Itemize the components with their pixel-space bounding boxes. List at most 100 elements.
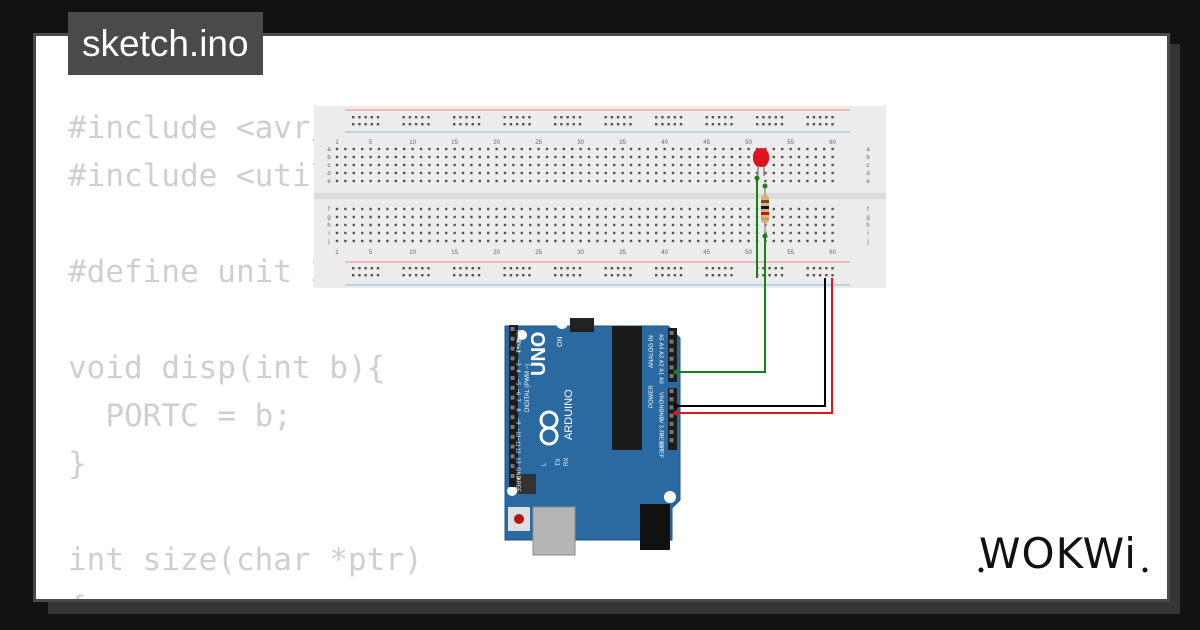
rail-hole	[610, 267, 614, 270]
power-header	[668, 388, 677, 450]
breadboard-hole	[487, 215, 490, 219]
breadboard-hole	[445, 147, 448, 151]
breadboard-hole	[797, 215, 801, 219]
breadboard-hole	[503, 155, 507, 159]
breadboard-hole	[419, 215, 423, 219]
breadboard-hole	[495, 163, 498, 167]
pin-label: IOREF	[658, 441, 664, 458]
breadboard-hole	[621, 207, 624, 211]
breadboard-hole	[604, 207, 607, 211]
breadboard-hole	[361, 171, 364, 175]
breadboard-hole	[646, 223, 649, 227]
rail-hole	[806, 116, 809, 119]
breadboard-hole	[688, 155, 691, 159]
breadboard-hole	[554, 147, 557, 151]
header-pin	[510, 376, 515, 380]
breadboard-hole	[655, 179, 658, 183]
breadboard-hole	[596, 207, 599, 211]
breadboard-hole	[680, 163, 683, 167]
breadboard-hole	[520, 179, 523, 183]
breadboard-hole	[361, 155, 364, 159]
row-label: b	[327, 155, 331, 161]
breadboard-hole	[579, 215, 582, 219]
breadboard-hole	[621, 215, 624, 219]
rail-hole	[604, 123, 607, 126]
breadboard-hole	[680, 215, 683, 219]
breadboard-hole	[680, 155, 683, 159]
breadboard-hole	[663, 239, 666, 243]
breadboard-hole	[772, 215, 775, 219]
breadboard-hole	[470, 179, 473, 183]
breadboard-hole	[671, 155, 675, 159]
breadboard-hole	[554, 163, 557, 167]
breadboard-hole	[386, 155, 389, 159]
breadboard-hole	[495, 207, 498, 211]
header-pin	[510, 327, 515, 331]
breadboard-hole	[613, 223, 616, 227]
breadboard-hole	[747, 155, 750, 159]
rail-hole	[774, 123, 777, 126]
breadboard-hole	[520, 215, 523, 219]
header-pin	[510, 464, 515, 469]
breadboard-hole	[436, 163, 439, 167]
breadboard-hole	[537, 223, 540, 227]
rail-hole	[768, 116, 771, 119]
rail-hole	[515, 267, 519, 270]
mounting-hole	[507, 486, 517, 496]
rail-hole	[818, 116, 822, 119]
breadboard-hole	[495, 239, 498, 243]
breadboard-hole	[453, 171, 456, 175]
pin-label: RESET	[658, 433, 664, 452]
breadboard-hole	[772, 223, 775, 227]
breadboard-hole	[688, 215, 691, 219]
rail-hole	[818, 274, 822, 277]
rail-hole	[471, 116, 474, 119]
breadboard-hole	[487, 223, 490, 227]
usb-connector	[532, 506, 576, 556]
icsp-header-2	[518, 474, 536, 494]
breadboard-hole	[562, 155, 565, 159]
rail-hole	[616, 267, 620, 270]
breadboard-hole	[478, 223, 481, 227]
rail-hole	[453, 123, 456, 126]
breadboard-hole	[503, 171, 507, 175]
breadboard-hole	[352, 163, 355, 167]
breadboard-hole	[806, 231, 809, 235]
breadboard-hole	[739, 239, 742, 243]
rail-hole	[818, 267, 822, 270]
rail-hole	[515, 274, 519, 277]
rail-hole	[477, 274, 481, 277]
breadboard-hole	[705, 179, 708, 183]
breadboard-hole	[688, 163, 691, 167]
breadboard-hole	[772, 207, 775, 211]
rail-hole	[408, 267, 412, 270]
rail-hole	[427, 267, 430, 270]
breadboard-hole	[621, 179, 624, 183]
rail-hole	[414, 123, 418, 126]
breadboard-hole	[831, 223, 834, 227]
breadboard-hole	[436, 179, 439, 183]
row-label: d	[866, 171, 869, 177]
rail-hole	[825, 267, 828, 270]
rail-hole	[717, 267, 721, 270]
rail-hole	[780, 123, 784, 126]
row-label: c	[867, 163, 870, 169]
pin-label: 12	[515, 448, 521, 454]
breadboard-hole	[453, 179, 456, 183]
arduino-uno-board: UNO ARDUINO ON DIGITAL (PWM ~) ANALOG IN…	[504, 317, 681, 556]
breadboard-hole	[394, 155, 397, 159]
breadboard-hole	[814, 163, 817, 167]
breadboard-hole	[587, 179, 591, 183]
breadboard-hole	[613, 155, 616, 159]
breadboard-hole	[655, 171, 658, 175]
breadboard-hole	[361, 147, 364, 151]
rail-hole	[831, 116, 834, 119]
breadboard-hole	[512, 163, 515, 167]
breadboard-hole	[562, 215, 565, 219]
breadboard-hole	[520, 171, 523, 175]
breadboard-hole	[529, 179, 532, 183]
breadboard-hole	[411, 231, 414, 235]
breadboard-hole	[797, 207, 801, 211]
breadboard-hole	[739, 163, 742, 167]
